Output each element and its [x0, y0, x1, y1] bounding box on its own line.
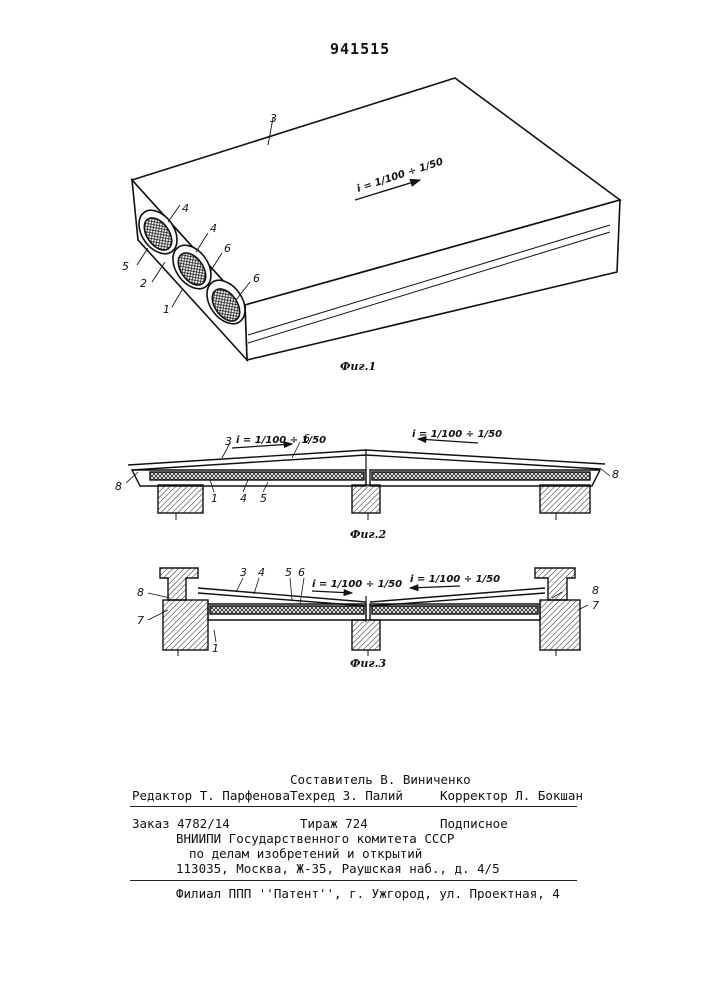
fig1-label-2: 2	[140, 277, 147, 290]
fig3-pier-left	[163, 600, 208, 650]
colophon-subscription: Подписное	[440, 816, 508, 831]
fig3-label-7a: 7	[137, 614, 144, 627]
colophon-org-2: по делам изобретений и открытий	[189, 846, 422, 861]
fig3-label-8a: 8	[137, 586, 144, 599]
figure-2	[126, 439, 610, 520]
fig1-label-3: 3	[270, 112, 277, 125]
colophon-circulation: Тираж 724	[300, 816, 368, 831]
fig1-label-6a: 6	[224, 242, 231, 255]
fig2-label-6: 6	[303, 432, 310, 445]
colophon-corrector: Корректор Л. Бокшан	[440, 788, 583, 803]
fig2-label-4: 4	[240, 492, 247, 505]
colophon-rule-1	[130, 806, 577, 807]
fig1-label-5: 5	[122, 260, 129, 273]
fig2-slope-right: i = 1/100 ÷ 1/50	[412, 429, 502, 440]
fig2-support-right	[540, 485, 590, 513]
fig3-label-6: 6	[298, 566, 305, 579]
colophon-address: 113035, Москва, Ж-35, Раушская наб., д. …	[176, 861, 500, 876]
fig3-label-1: 1	[212, 642, 219, 655]
colophon-techred: Техред З. Палий	[290, 788, 403, 803]
fig3-label-7b: 7	[592, 599, 599, 612]
colophon-branch: Филиал ППП ''Патент'', г. Ужгород, ул. П…	[176, 886, 560, 901]
fig2-insulation-left	[150, 472, 364, 480]
fig2-label-5: 5	[260, 492, 267, 505]
fig1-label-4a: 4	[182, 202, 189, 215]
fig2-label-8a: 8	[115, 480, 122, 493]
figure-1	[131, 78, 620, 360]
fig1-label-1: 1	[163, 303, 170, 316]
fig3-insulation-right	[372, 606, 538, 614]
fig1-caption: Фиг.1	[340, 360, 376, 373]
fig3-insulation-left	[210, 606, 364, 614]
fig3-parapet-right	[535, 568, 575, 600]
colophon-org-1: ВНИИПИ Государственного комитета СССР	[176, 831, 454, 846]
fig3-label-4: 4	[258, 566, 265, 579]
fig3-label-3: 3	[240, 566, 247, 579]
fig3-support-mid	[352, 620, 380, 650]
fig3-label-5: 5	[285, 566, 292, 579]
fig2-slope-left: i = 1/100 ÷ 1/50	[236, 435, 326, 446]
fig1-label-4b: 4	[210, 222, 217, 235]
fig3-slope-right: i = 1/100 ÷ 1/50	[410, 574, 500, 585]
colophon-rule-2	[130, 880, 577, 881]
fig2-support-left	[158, 485, 203, 513]
fig3-label-8b: 8	[592, 584, 599, 597]
fig2-label-8b: 8	[612, 468, 619, 481]
fig2-label-1: 1	[211, 492, 218, 505]
fig3-parapet-left	[160, 568, 198, 600]
colophon-compiler: Составитель В. Виниченко	[290, 772, 471, 787]
fig1-label-6b: 6	[253, 272, 260, 285]
colophon-editor: Редактор Т. Парфенова	[132, 788, 290, 803]
fig2-support-mid	[352, 485, 380, 513]
figures-drawing: 3 4 4 6 6 5 2 1 i = 1/100 ÷ 1/50 Фиг.1 i…	[0, 0, 707, 760]
fig3-pier-right	[540, 600, 580, 650]
fig3-caption: Фиг.3	[350, 657, 386, 670]
fig2-label-3: 3	[225, 435, 232, 448]
fig2-caption: Фиг.2	[350, 528, 386, 541]
fig3-slope-left: i = 1/100 ÷ 1/50	[312, 579, 402, 590]
colophon-order: Заказ 4782/14	[132, 816, 230, 831]
fig2-insulation-right	[372, 472, 590, 480]
